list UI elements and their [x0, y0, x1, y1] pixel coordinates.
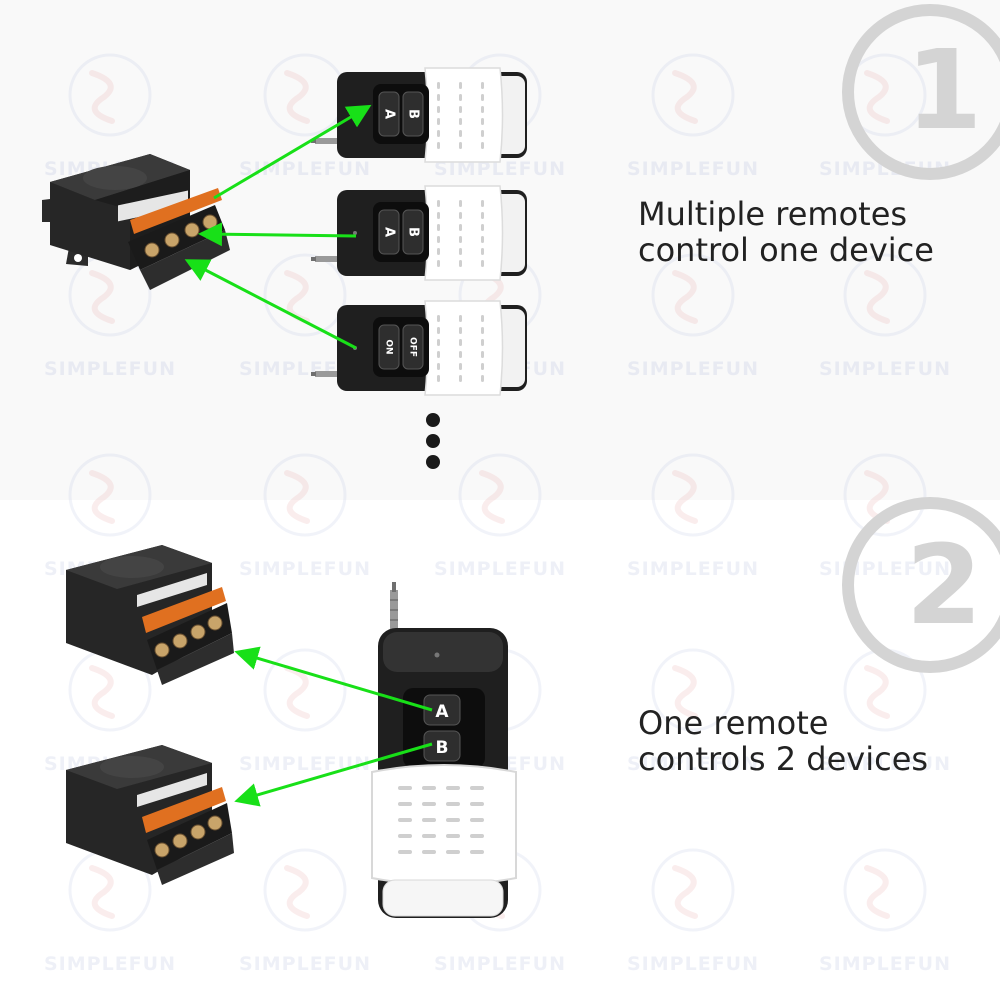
badge-2-number: 2 — [906, 521, 983, 649]
remote-3-button-1-label: ON — [384, 339, 394, 354]
watermark-brand: SIMPLEFUN — [239, 158, 371, 180]
caption-multiple-remotes: Multiple remotes control one device — [638, 196, 934, 268]
badge-2: 2 — [848, 503, 1000, 667]
receiver-device-2 — [66, 745, 234, 885]
button-b-label: B — [436, 738, 449, 758]
caption-1-line-2: control one device — [638, 232, 934, 268]
remote-2-button-2-label: B — [406, 227, 421, 237]
watermark-brand: SIMPLEFUN — [627, 953, 759, 975]
badge-1: 1 — [848, 10, 1000, 174]
arrow-remote-2 — [204, 234, 356, 236]
watermark-brand: SIMPLEFUN — [434, 558, 566, 580]
caption-1-line-1: Multiple remotes — [638, 196, 934, 232]
remote-2-button-1-label: A — [382, 227, 397, 237]
watermark: SIMPLEFUN — [627, 850, 759, 975]
watermark-brand: SIMPLEFUN — [239, 953, 371, 975]
remote-1-button-1[interactable]: A — [379, 92, 399, 136]
watermark: SIMPLEFUN — [434, 455, 566, 580]
badge-1-number: 1 — [906, 26, 983, 154]
watermark-brand: SIMPLEFUN — [819, 953, 951, 975]
more-remotes-dots — [426, 413, 440, 469]
receiver-device-1 — [66, 545, 234, 685]
watermark: SIMPLEFUN — [239, 850, 371, 975]
watermark: SIMPLEFUN — [627, 55, 759, 180]
watermark: SIMPLEFUN — [239, 650, 371, 775]
watermark-brand: SIMPLEFUN — [239, 753, 371, 775]
watermark-brand: SIMPLEFUN — [44, 358, 176, 380]
remote-1-button-1-label: A — [382, 109, 397, 119]
remote-3: ON OFF — [311, 301, 527, 395]
remote-2-button-2[interactable]: B — [403, 210, 423, 254]
watermark-brand: SIMPLEFUN — [627, 358, 759, 380]
watermark: SIMPLEFUN — [627, 455, 759, 580]
watermark: SIMPLEFUN — [819, 255, 951, 380]
caption-2-line-2: controls 2 devices — [638, 741, 928, 777]
arrow-remote-1 — [214, 114, 356, 198]
watermark-brand: SIMPLEFUN — [819, 358, 951, 380]
watermark-brand: SIMPLEFUN — [627, 158, 759, 180]
remote-sleeve — [372, 765, 516, 885]
remote-1-button-2-label: B — [406, 109, 421, 119]
caption-one-remote: One remote controls 2 devices — [638, 705, 928, 777]
remote-2-button-1[interactable]: A — [379, 210, 399, 254]
antenna — [390, 582, 398, 632]
watermark-brand: SIMPLEFUN — [239, 558, 371, 580]
caption-2-line-1: One remote — [638, 705, 928, 741]
remote-3-button-2-label: OFF — [408, 337, 418, 357]
watermark-brand: SIMPLEFUN — [627, 558, 759, 580]
watermark-brand: SIMPLEFUN — [434, 953, 566, 975]
arrow-remote-3 — [190, 262, 356, 348]
watermark: SIMPLEFUN — [627, 255, 759, 380]
watermark-brand: SIMPLEFUN — [44, 953, 176, 975]
remote-3-button-1[interactable]: ON — [379, 325, 399, 369]
watermark: SIMPLEFUN — [239, 455, 371, 580]
button-a-label: A — [435, 702, 449, 722]
remote-large: A B — [372, 582, 516, 918]
watermark: SIMPLEFUN — [819, 850, 951, 975]
remote-3-button-2[interactable]: OFF — [403, 325, 423, 369]
remote-1-button-2[interactable]: B — [403, 92, 423, 136]
